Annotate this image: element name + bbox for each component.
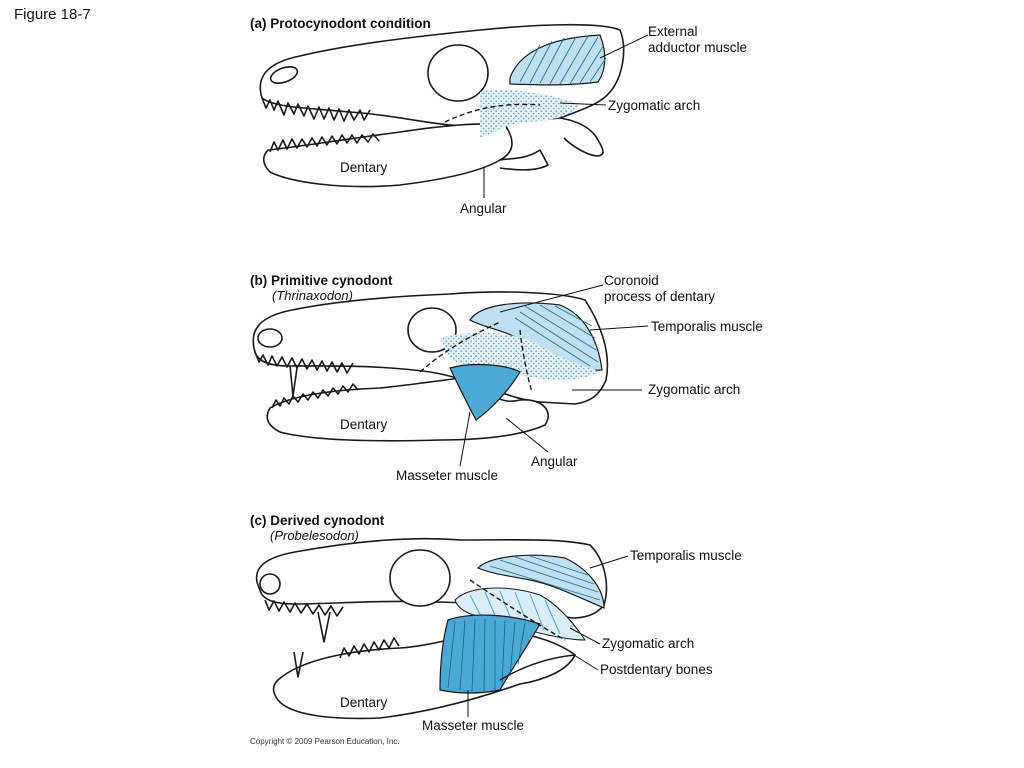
panel-c-title: (c) Derived cynodont [250,513,385,528]
leader-b-masseter [459,411,471,467]
leader-a-zygomatic [559,102,607,106]
leader-b-temporalis [589,325,649,331]
label-b-coronoid-line2: process of dentary [604,289,716,304]
label-a-external-adductor-line1: External [648,24,698,39]
label-a-zygomatic-arch: Zygomatic arch [608,98,701,113]
label-b-temporalis: Temporalis muscle [651,319,763,334]
skull-a [259,23,625,188]
panel-b-subtitle: (Thrinaxodon) [272,288,353,303]
leader-c-zygomatic [569,627,601,645]
label-b-dentary: Dentary [340,417,388,432]
label-c-dentary: Dentary [340,695,388,710]
masseter-muscle-c [439,614,541,694]
skull-a-orbit [427,44,489,102]
label-b-masseter: Masseter muscle [396,468,499,483]
leader-c-postdentary [573,654,599,671]
skull-a-dentary [262,123,513,188]
label-b-angular: Angular [531,454,578,469]
label-c-zygomatic-arch: Zygomatic arch [602,636,695,651]
leader-a-adductor [599,34,649,59]
label-a-dentary: Dentary [340,160,388,175]
masseter-muscle-b [449,363,521,421]
label-a-external-adductor-line2: adductor muscle [648,40,748,55]
zygomatic-stipple-b [440,332,600,380]
panel-a-title: (a) Protocynodont condition [250,16,431,31]
label-c-masseter: Masseter muscle [422,718,525,733]
leader-b-angular [505,417,549,453]
label-b-zygomatic-arch: Zygomatic arch [648,382,741,397]
label-a-angular: Angular [460,201,507,216]
skull-c-dentary [272,630,576,720]
skull-c-orbit [389,549,451,607]
panel-b-title: (b) Primitive cynodont [250,273,393,288]
leader-b-coronoid [499,284,604,313]
copyright-notice: Copyright © 2009 Pearson Education, Inc. [250,737,400,746]
label-c-temporalis: Temporalis muscle [630,548,742,563]
panel-c-subtitle: (Probelesodon) [270,528,359,543]
skull-b-naris [257,328,283,348]
label-b-coronoid: Coronoid process of dentary [604,273,715,305]
figure-label: Figure 18-7 [14,6,91,23]
label-c-postdentary: Postdentary bones [600,662,713,677]
zygomatic-stipple-a [480,89,580,138]
label-b-coronoid-line1: Coronoid [604,273,659,288]
skull-a-naris [269,66,299,84]
skull-c-naris [259,573,281,595]
label-a-external-adductor: External adductor muscle [648,24,747,56]
leader-c-temporalis [589,555,629,569]
